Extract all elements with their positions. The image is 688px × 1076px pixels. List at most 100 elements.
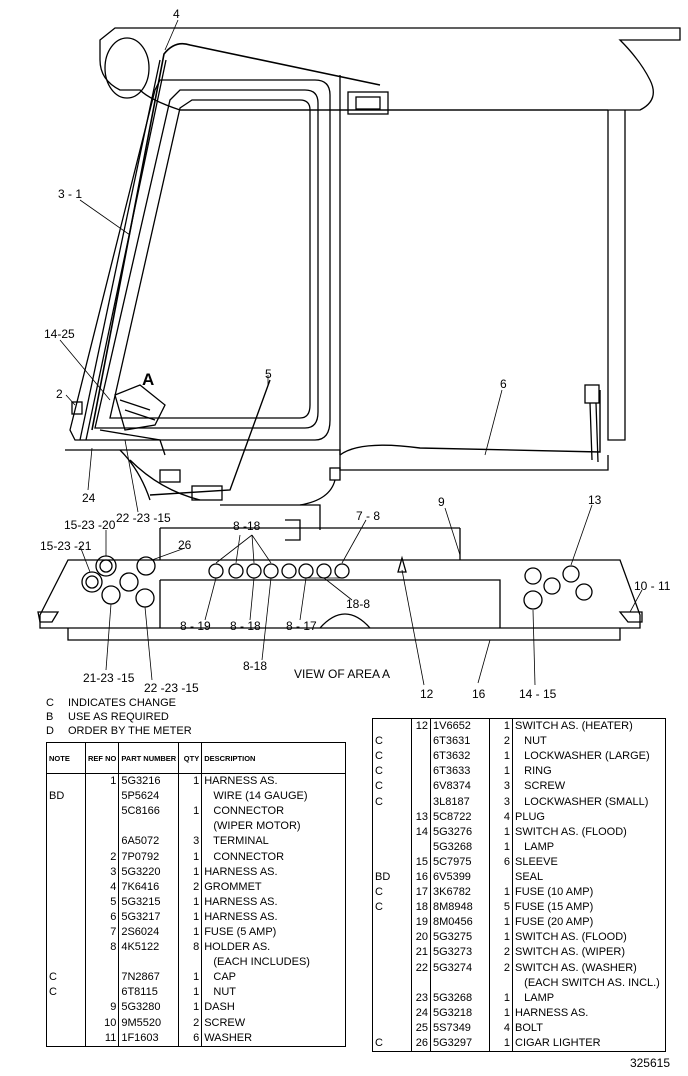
part-number-cell: 5G3218	[430, 1005, 490, 1021]
note-cell	[46, 864, 86, 880]
note-cell	[46, 819, 86, 835]
part-number-cell	[118, 819, 180, 835]
part-number-cell: 5G3274	[430, 960, 490, 976]
description-cell: SCREW	[201, 1015, 346, 1031]
table-row: BD 5P5624 WIRE (14 GAUGE)	[46, 789, 346, 805]
note-cell: C	[372, 734, 412, 750]
callout-15-23-20: 15-23 -20	[64, 518, 116, 532]
qty-cell: 1	[489, 764, 513, 780]
part-number-cell: 6T3631	[430, 734, 490, 750]
callout-9: 9	[438, 495, 445, 509]
part-number-cell: 1F1603	[118, 1030, 180, 1047]
note-cell	[372, 839, 412, 855]
harness-3	[91, 42, 381, 431]
part-number-cell: 5P5624	[118, 789, 180, 805]
part-number-cell: 6T3632	[430, 749, 490, 765]
ref-cell: 5	[84, 894, 120, 910]
qty-cell: 5	[489, 900, 513, 916]
part-number-cell	[430, 975, 490, 991]
ref-cell	[411, 749, 431, 765]
callout-8-17: 8 - 17	[286, 619, 317, 633]
note-cell	[372, 854, 412, 870]
ref-cell: 7	[84, 924, 120, 941]
qty-cell: 1	[178, 849, 203, 865]
ref-cell: 10	[84, 1015, 120, 1031]
description-cell: BOLT	[512, 1020, 666, 1036]
note-cell: BD	[46, 789, 86, 805]
ref-cell: 17	[411, 885, 431, 901]
cab-rear-edge	[607, 110, 626, 441]
description-cell: CONNECTOR	[201, 849, 346, 865]
description-cell: HARNESS AS.	[201, 894, 346, 910]
part-number-cell: 1V6652	[430, 718, 490, 735]
note-cell: C	[372, 794, 412, 810]
description-cell: (WIPER MOTOR)	[201, 819, 346, 835]
part-number-cell: 5G3215	[118, 894, 180, 910]
qty-cell	[489, 975, 513, 991]
note-cell	[372, 718, 412, 735]
dash-recess	[159, 579, 501, 628]
qty-cell: 1	[489, 915, 513, 931]
description-cell: HOLDER AS.	[201, 940, 346, 956]
dash-panel	[39, 559, 641, 629]
description-cell: FUSE (20 AMP)	[512, 915, 666, 931]
ref-cell: 25	[411, 1020, 431, 1036]
description-cell: WIRE (14 GAUGE)	[201, 789, 346, 805]
qty-cell: 3	[178, 834, 203, 850]
ref-cell	[411, 779, 431, 795]
ref-cell: 2	[84, 849, 120, 865]
description-cell: LOCKWASHER (SMALL)	[512, 794, 666, 810]
ref-cell	[84, 955, 120, 971]
note-cell: C	[372, 885, 412, 901]
description-cell: CONNECTOR	[201, 804, 346, 820]
ref-cell: 14	[411, 824, 431, 840]
description-cell: DASH	[201, 1000, 346, 1016]
description-cell: SEAL	[512, 869, 666, 886]
note-cell	[46, 909, 86, 925]
window-glass	[109, 99, 311, 419]
ref-cell: 11	[84, 1030, 120, 1047]
description-cell: CAP	[201, 970, 346, 986]
header-description: DESCRIPTION	[201, 742, 346, 774]
part-number-cell: 8M8948	[430, 900, 490, 916]
description-cell: (EACH SWITCH AS. INCL.)	[512, 975, 666, 991]
qty-cell: 4	[489, 809, 513, 825]
switch-21	[81, 571, 103, 593]
ref-cell: 21	[411, 945, 431, 961]
note-text: INDICATES CHANGE	[68, 697, 176, 709]
note-text: ORDER BY THE METER	[68, 725, 192, 737]
ref-cell	[84, 804, 120, 820]
part-number-cell: 5G3268	[430, 990, 490, 1006]
note-cell	[372, 1005, 412, 1021]
qty-cell: 1	[178, 909, 203, 925]
qty-cell: 1	[489, 1035, 513, 1053]
note-cell	[372, 915, 412, 931]
qty-cell: 1	[489, 1005, 513, 1021]
callout-13: 13	[588, 493, 602, 507]
qty-cell: 2	[489, 960, 513, 976]
description-cell: NUT	[201, 985, 346, 1001]
part-number-cell: 5C8722	[430, 809, 490, 825]
description-cell: SWITCH AS. (HEATER)	[512, 718, 666, 735]
note-cell: BD	[372, 869, 412, 886]
ref-cell: 23	[411, 990, 431, 1006]
ref-cell: 15	[411, 854, 431, 870]
ref-cell: 8	[84, 940, 120, 956]
ref-cell: 13	[411, 809, 431, 825]
